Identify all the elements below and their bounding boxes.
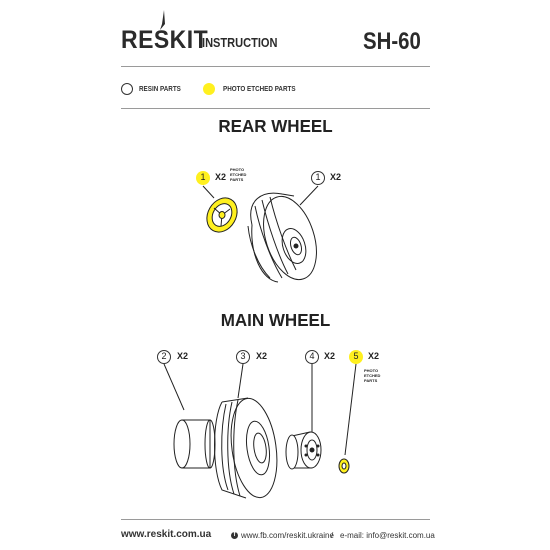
rear-wheel-part-number: 1	[315, 172, 321, 182]
main-part-2-drawing	[173, 419, 216, 469]
footer-email-link[interactable]: e-mail: info@reskit.com.ua	[340, 531, 435, 540]
section-title-rear-wheel: REAR WHEEL	[218, 116, 333, 137]
model-name: SH-60	[363, 28, 421, 55]
facebook-icon: f	[231, 532, 238, 539]
main-part-4-number: 4	[309, 351, 315, 361]
header-title: INSTRUCTION	[202, 35, 278, 50]
main-part-3-number: 3	[240, 351, 246, 361]
rear-pe-part-badge	[196, 171, 210, 185]
main-part-2-number: 2	[161, 351, 167, 361]
main-part-2-badge	[157, 350, 171, 364]
rear-wheel-part-badge	[311, 171, 325, 185]
main-pe-part-5-qty: X2	[368, 351, 380, 361]
legend-divider	[121, 108, 430, 109]
main-part-3-badge	[236, 350, 250, 364]
main-pe-part-5-badge	[349, 350, 363, 364]
main-part-4-drawing	[285, 431, 322, 470]
main-part-4-badge	[305, 350, 319, 364]
footer-separator: /	[331, 531, 334, 540]
photo-etched-parts-icon	[203, 83, 215, 95]
rear-tire-drawing	[247, 192, 317, 283]
rear-pe-disc-drawing	[206, 197, 238, 233]
rear-pe-part-number: 1	[200, 172, 206, 182]
main-part-3-drawing	[214, 397, 278, 499]
legend-resin-label: RESIN PARTS	[139, 86, 181, 93]
rear-pe-part-qty: X2	[215, 172, 227, 182]
rear-wheel-part-qty: X2	[330, 172, 342, 182]
legend-pe-label: PHOTO ETCHED PARTS	[223, 86, 296, 93]
footer-website-link[interactable]: www.reskit.com.ua	[121, 529, 212, 540]
footer-divider	[121, 519, 430, 520]
section-title-main-wheel: MAIN WHEEL	[220, 310, 331, 331]
header-divider	[121, 66, 430, 67]
main-pe-part-5-number: 5	[353, 351, 359, 361]
main-part-4-qty: X2	[324, 351, 336, 361]
main-part-3-qty: X2	[256, 351, 268, 361]
resin-parts-icon	[121, 83, 133, 95]
brand-logo: RESKIT	[121, 26, 209, 54]
main-pe-part-5-drawing	[338, 458, 350, 474]
main-part-2-qty: X2	[177, 351, 189, 361]
footer-facebook-link[interactable]: www.fb.com/reskit.ukraine	[241, 531, 334, 540]
